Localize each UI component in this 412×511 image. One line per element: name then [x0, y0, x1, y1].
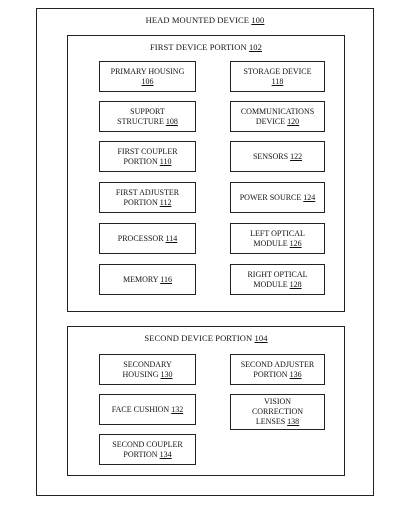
- block-ref: 132: [171, 404, 184, 414]
- block-label: FIRST COUPLER: [117, 146, 178, 156]
- block-label: SECONDARY: [123, 359, 172, 369]
- block-label-line3: LENSES: [255, 417, 286, 426]
- first-coupler-portion-block: FIRST COUPLER PORTION 110: [99, 141, 196, 172]
- secondary-housing-block: SECONDARY HOUSING 130: [99, 354, 196, 385]
- memory-block: MEMORY 116: [99, 264, 196, 295]
- second-adjuster-portion-block: SECOND ADJUSTER PORTION 136: [230, 354, 325, 385]
- first-device-portion-box: FIRST DEVICE PORTION 102: [67, 35, 345, 312]
- storage-device-block: STORAGE DEVICE 118: [230, 61, 325, 92]
- block-ref: 120: [287, 116, 300, 126]
- block-label-line2: PORTION: [123, 156, 158, 166]
- block-ref: 126: [289, 238, 302, 248]
- block-label-line2: DEVICE: [255, 116, 286, 126]
- block-label-line2: PORTION: [253, 369, 288, 379]
- block-label: SECOND ADJUSTER: [240, 359, 315, 369]
- block-ref: 106: [141, 76, 154, 86]
- block-label-line2: CORRECTION: [251, 407, 304, 416]
- second-device-portion-ref: 104: [254, 333, 268, 343]
- block-label: STORAGE DEVICE: [243, 66, 312, 76]
- block-ref: 122: [290, 151, 303, 161]
- head-mounted-device-label: HEAD MOUNTED DEVICE: [145, 15, 250, 25]
- block-ref: 114: [165, 233, 178, 243]
- block-label: SECOND COUPLER: [112, 439, 183, 449]
- block-label: PROCESSOR: [117, 233, 164, 243]
- right-optical-module-block: RIGHT OPTICAL MODULE 128: [230, 264, 325, 295]
- block-label-line2: MODULE: [253, 238, 288, 248]
- second-device-portion-label: SECOND DEVICE PORTION: [144, 333, 253, 343]
- block-label: FIRST ADJUSTER: [115, 187, 180, 197]
- block-label: MEMORY: [123, 274, 159, 284]
- block-ref: 124: [303, 192, 316, 202]
- block-label: COMMUNICATIONS: [240, 106, 315, 116]
- block-label: PRIMARY HOUSING: [110, 66, 185, 76]
- head-mounted-device-title: HEAD MOUNTED DEVICE 100: [37, 15, 373, 25]
- block-ref: 108: [165, 116, 178, 126]
- block-label-line2: PORTION: [123, 197, 158, 207]
- block-ref: 128: [289, 279, 302, 289]
- block-label: POWER SOURCE: [239, 192, 302, 202]
- second-device-portion-box: SECOND DEVICE PORTION 104: [67, 326, 345, 476]
- block-label-line2: PORTION: [123, 449, 158, 459]
- vision-correction-lenses-block: VISION CORRECTION LENSES 138: [230, 394, 325, 430]
- left-optical-module-block: LEFT OPTICAL MODULE 126: [230, 223, 325, 254]
- block-label: SENSORS: [252, 151, 289, 161]
- head-mounted-device-ref: 100: [251, 15, 265, 25]
- first-device-portion-ref: 102: [248, 42, 263, 52]
- communications-device-block: COMMUNICATIONS DEVICE 120: [230, 101, 325, 132]
- first-device-portion-label: FIRST DEVICE PORTION: [149, 42, 247, 52]
- first-adjuster-portion-block: FIRST ADJUSTER PORTION 112: [99, 182, 196, 213]
- block-ref: 118: [271, 76, 284, 86]
- sensors-block: SENSORS 122: [230, 141, 325, 172]
- second-coupler-portion-block: SECOND COUPLER PORTION 134: [99, 434, 196, 465]
- block-label: RIGHT OPTICAL: [247, 269, 308, 279]
- block-label-line2: HOUSING: [122, 369, 159, 379]
- block-label: LEFT OPTICAL: [250, 228, 305, 238]
- block-label: FACE CUSHION: [111, 404, 170, 414]
- block-ref: 134: [159, 449, 172, 459]
- power-source-block: POWER SOURCE 124: [230, 182, 325, 213]
- primary-housing-block: PRIMARY HOUSING 106: [99, 61, 196, 92]
- first-device-portion-title: FIRST DEVICE PORTION 102: [68, 42, 344, 52]
- block-ref: 112: [159, 197, 172, 207]
- block-label-line2: STRUCTURE: [117, 116, 164, 126]
- block-label: SUPPORT: [130, 106, 165, 116]
- block-label-line2: MODULE: [253, 279, 288, 289]
- support-structure-block: SUPPORT STRUCTURE 108: [99, 101, 196, 132]
- processor-block: PROCESSOR 114: [99, 223, 196, 254]
- block-ref: 136: [289, 369, 302, 379]
- block-ref: 138: [287, 417, 300, 426]
- block-ref: 110: [159, 156, 172, 166]
- block-label: VISION: [263, 397, 292, 406]
- face-cushion-block: FACE CUSHION 132: [99, 394, 196, 425]
- block-ref: 116: [160, 274, 172, 284]
- block-ref: 130: [160, 369, 173, 379]
- second-device-portion-title: SECOND DEVICE PORTION 104: [68, 333, 344, 343]
